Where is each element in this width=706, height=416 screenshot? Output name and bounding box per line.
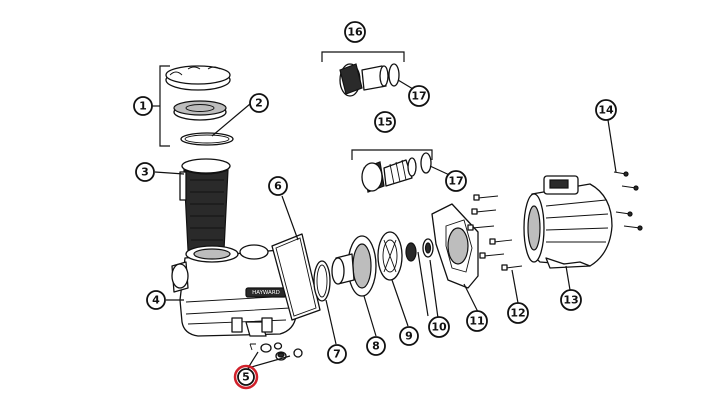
callout-15: 15 xyxy=(374,111,396,133)
diffuser xyxy=(331,235,377,297)
union-fitting-15 xyxy=(351,149,433,193)
leader-lines xyxy=(154,79,617,369)
impeller xyxy=(377,231,403,281)
callout-16-label: 16 xyxy=(347,26,363,39)
callout-14: 14 xyxy=(595,99,617,121)
callout-13-label: 13 xyxy=(563,294,578,307)
callout-14-label: 14 xyxy=(598,104,614,117)
diffuser-o-ring xyxy=(313,260,331,302)
callout-7-label: 7 xyxy=(333,348,341,361)
callout-7: 7 xyxy=(327,344,347,364)
pump-body-label: HAYWARD xyxy=(252,290,280,296)
callout-16: 16 xyxy=(344,21,366,43)
callout-10-label: 10 xyxy=(431,321,447,334)
motor xyxy=(523,175,613,269)
callout-13: 13 xyxy=(560,289,582,311)
callout-10: 10 xyxy=(428,316,450,338)
callout-8: 8 xyxy=(366,336,386,356)
callout-6-label: 6 xyxy=(274,180,282,193)
callout-15-label: 15 xyxy=(377,116,392,129)
lid-gasket xyxy=(180,132,234,146)
callout-12-label: 12 xyxy=(510,307,525,320)
union-fitting-16 xyxy=(321,51,405,97)
callout-4-label: 4 xyxy=(152,294,160,307)
callout-4: 4 xyxy=(146,290,166,310)
housing-gasket xyxy=(271,233,321,321)
callout-17-lower: 17 xyxy=(445,170,467,192)
motor-screws xyxy=(613,171,643,231)
callout-5-highlight-ring xyxy=(233,364,259,390)
pump-body: HAYWARD xyxy=(171,244,297,337)
callout-1-label: 1 xyxy=(139,100,147,113)
callout-2: 2 xyxy=(249,93,269,113)
callout-2-label: 2 xyxy=(255,97,263,110)
motor-bolts xyxy=(467,194,523,271)
drain-plugs xyxy=(249,342,303,361)
callout-3: 3 xyxy=(135,162,155,182)
callout-8-label: 8 xyxy=(372,340,380,353)
callout-6: 6 xyxy=(268,176,288,196)
callout-9-label: 9 xyxy=(405,330,413,343)
callout-3-label: 3 xyxy=(141,166,149,179)
callout-5-label: 5 xyxy=(242,371,250,384)
callout-9: 9 xyxy=(399,326,419,346)
strainer-basket xyxy=(179,158,231,255)
callout-1: 1 xyxy=(133,96,153,116)
lid-assembly xyxy=(165,65,231,121)
callout-17-upper-label: 17 xyxy=(411,90,426,103)
callout-11: 11 xyxy=(466,310,488,332)
seal-plate xyxy=(431,203,479,289)
callout-12: 12 xyxy=(507,302,529,324)
mechanical-seal xyxy=(405,238,434,262)
callout-17-lower-label: 17 xyxy=(448,175,463,188)
callout-11-label: 11 xyxy=(469,315,484,328)
callout-17-upper: 17 xyxy=(408,85,430,107)
callout-5: 5 xyxy=(233,364,259,390)
